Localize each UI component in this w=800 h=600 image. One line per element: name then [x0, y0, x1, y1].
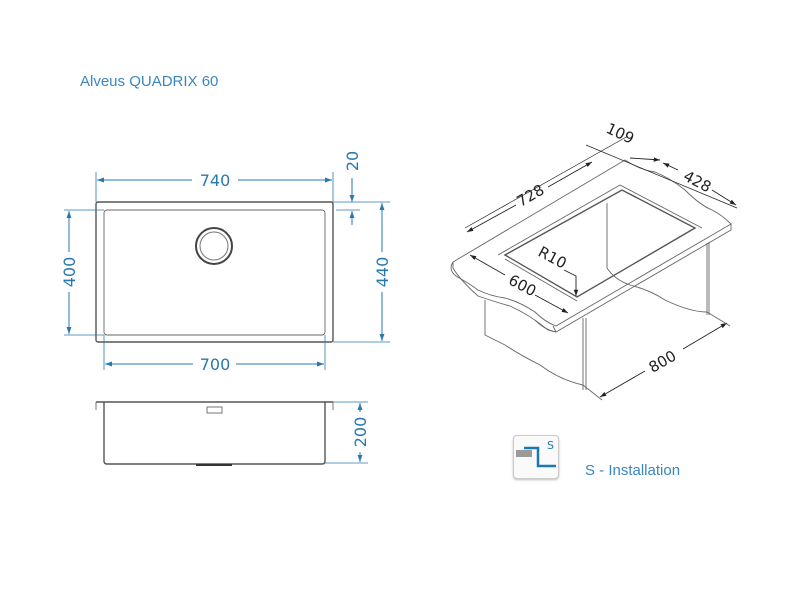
dim-inner-width: 700 — [200, 355, 231, 374]
dim-height: 200 — [351, 417, 370, 448]
dim-inner-depth: 400 — [60, 257, 79, 288]
product-title: Alveus QUADRIX 60 — [80, 73, 219, 90]
top-view: 740 700 400 440 20 — [60, 151, 392, 374]
dim-outer-width: 740 — [200, 171, 231, 190]
drain-outer — [195, 227, 233, 265]
icon-letter: S — [547, 439, 554, 452]
dim-cutout-depth: 428 — [680, 167, 714, 196]
drain-inner — [199, 231, 229, 261]
dim-offset: 109 — [603, 119, 637, 147]
sink-cutout — [503, 189, 697, 298]
dim-outer-depth: 440 — [373, 257, 392, 288]
dim-cabinet-width: 800 — [646, 347, 680, 377]
overflow-slot — [206, 406, 223, 414]
bowl-profile — [103, 402, 326, 465]
s-installation-icon: S — [513, 435, 559, 479]
dim-radius: R10 — [535, 243, 570, 273]
dim-frame-length: 728 — [514, 181, 548, 211]
dim-cabinet-depth: 600 — [505, 271, 539, 300]
installation-label: S - Installation — [585, 462, 681, 479]
side-view: 200 — [95, 401, 370, 466]
isometric-view: 728 109 428 R10 600 800 — [450, 119, 738, 401]
sink-outer-rim — [95, 201, 334, 343]
sink-bowl — [103, 209, 326, 336]
dim-rim: 20 — [343, 151, 362, 171]
